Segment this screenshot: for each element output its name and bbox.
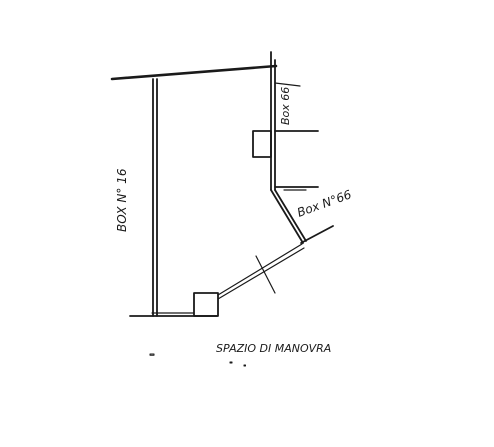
label-box-66-lower: Box N°66 <box>295 187 353 220</box>
paper-specks <box>149 353 246 367</box>
label-box-66-upper: Box 66 <box>279 87 292 125</box>
entrance-tick <box>255 255 276 294</box>
label-maneuver-space: SPAZIO DI MANOVRA <box>216 342 331 355</box>
pillar-bottom <box>193 292 219 317</box>
right-wall <box>270 51 276 191</box>
diagonal-wall <box>270 189 307 244</box>
pillar-right <box>252 130 272 158</box>
top-wall <box>110 64 278 81</box>
label-box-16: BOX N° 16 <box>115 168 129 232</box>
box-dividers <box>274 82 334 244</box>
entrance-line <box>217 243 305 300</box>
left-wall <box>152 78 158 317</box>
